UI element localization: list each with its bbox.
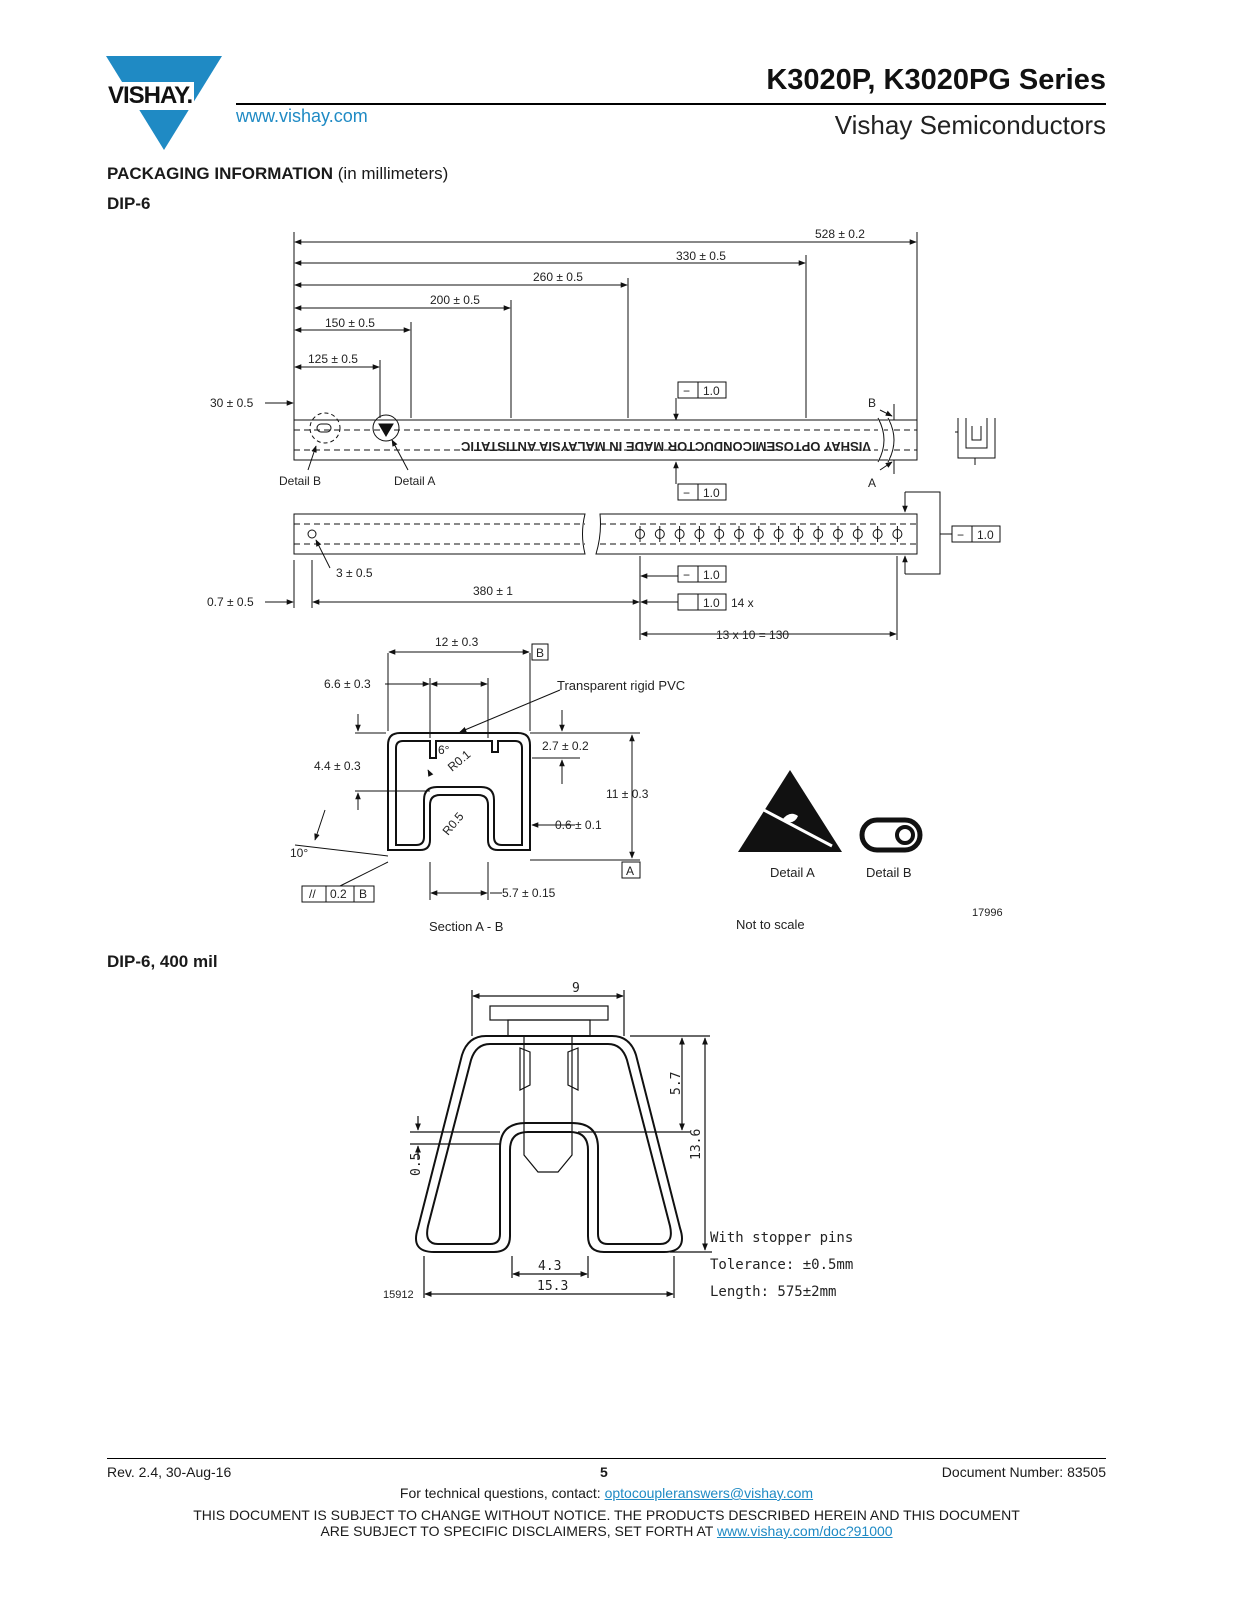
dip6-400-drawing: 9 5.7 13.6 0.5 4.3 15.3 With stopper pin… — [383, 981, 853, 1301]
esd-warning-icon — [738, 770, 842, 852]
drawing-number-15912: 15912 — [383, 1289, 414, 1301]
dim-43-width: 4.3 — [538, 1259, 561, 1274]
dim-57-height: 5.7 — [669, 1072, 684, 1095]
section-ref-a: A — [626, 864, 634, 878]
flatness-tol-top: 1.0 — [703, 384, 720, 398]
footer-disclaimer-prefix: ARE SUBJECT TO SPECIFIC DISCLAIMERS, SET… — [320, 1523, 714, 1539]
footer-page-number: 5 — [600, 1464, 608, 1480]
dim-06: 0.6 ± 0.1 — [555, 818, 602, 832]
document-subtitle: Vishay Semiconductors — [834, 110, 1106, 140]
dim-136-height: 13.6 — [689, 1129, 704, 1160]
tube-marking-text: VISHAY OPTOSEMICONDUCTOR MADE IN MALAYSI… — [460, 439, 871, 454]
footer-revision: Rev. 2.4, 30-Aug-16 — [107, 1464, 232, 1480]
footer-contact-prefix: For technical questions, contact: — [399, 1485, 601, 1501]
note-length: Length: 575±2mm — [710, 1284, 836, 1300]
dip6-label: DIP-6 — [107, 194, 151, 213]
footer-contact: For technical questions, contact: optoco… — [107, 1485, 1106, 1501]
note-stopper-pins: With stopper pins — [710, 1230, 853, 1246]
header-rule — [236, 103, 1106, 105]
footer-contact-email[interactable]: optocoupleranswers@vishay.com — [604, 1485, 814, 1501]
dim-330: 330 ± 0.5 — [676, 249, 726, 263]
dim-125: 125 ± 0.5 — [308, 352, 358, 366]
dim-12: 12 ± 0.3 — [435, 635, 479, 649]
drawing-number-17996: 17996 — [972, 907, 1003, 919]
pvc-label: Transparent rigid PVC — [557, 678, 685, 693]
svg-text:−: − — [683, 568, 690, 582]
dim-44: 4.4 ± 0.3 — [314, 759, 361, 773]
dim-260: 260 ± 0.5 — [533, 270, 583, 284]
dim-13x10: 13 x 10 = 130 — [716, 628, 789, 642]
vishay-logo-text: VISHAY. — [106, 82, 195, 110]
dim-153-width: 15.3 — [537, 1279, 568, 1294]
footer-disclaimer-line1: THIS DOCUMENT IS SUBJECT TO CHANGE WITHO… — [193, 1507, 1020, 1523]
svg-text:−: − — [683, 486, 690, 500]
section-heading-text: PACKAGING INFORMATION — [107, 164, 334, 183]
dim-11: 11 ± 0.3 — [606, 787, 649, 801]
dim-200: 200 ± 0.5 — [430, 293, 480, 307]
parallel-ref: B — [359, 887, 367, 901]
detail-a-label: Detail A — [770, 865, 815, 880]
svg-text:−: − — [683, 384, 690, 398]
flatness-tol-bottom: 1.0 — [703, 486, 720, 500]
dim-05-thickness: 0.5 — [409, 1153, 424, 1176]
footer-rule — [107, 1458, 1106, 1459]
dim-380: 380 ± 1 — [473, 584, 513, 598]
section-ab-label: Section A - B — [429, 919, 503, 934]
dim-150: 150 ± 0.5 — [325, 316, 375, 330]
section-letter-b: B — [868, 396, 876, 410]
flatness-tol-right: 1.0 — [977, 528, 994, 542]
note-tolerance: Tolerance: ±0.5mm — [710, 1257, 853, 1273]
svg-text:−: − — [957, 528, 964, 542]
detail-b-icon — [859, 817, 923, 853]
angle-6: 6° — [438, 743, 450, 757]
dip6-drawing: VISHAY OPTOSEMICONDUCTOR MADE IN MALAYSI… — [207, 227, 1003, 934]
section-ref-b: B — [536, 646, 544, 660]
document-title: K3020P, K3020PG Series — [766, 64, 1106, 96]
dip6-400-label: DIP-6, 400 mil — [107, 952, 218, 971]
dim-528: 528 ± 0.2 — [815, 227, 865, 241]
footer-disclaimer-link[interactable]: www.vishay.com/doc?91000 — [716, 1523, 893, 1539]
parallel-tol: 0.2 — [330, 887, 347, 901]
dim-07: 0.7 ± 0.5 — [207, 595, 254, 609]
dim-30: 30 ± 0.5 — [210, 396, 254, 410]
detail-a-callout: Detail A — [394, 474, 435, 488]
dim-57: 5.7 ± 0.15 — [502, 886, 556, 900]
section-heading: PACKAGING INFORMATION (in millimeters) — [107, 164, 448, 184]
dim-3: 3 ± 0.5 — [336, 566, 373, 580]
detail-b-label: Detail B — [866, 865, 912, 880]
detail-b-callout: Detail B — [279, 474, 321, 488]
parallel-symbol: // — [309, 887, 316, 901]
footer-disclaimer-line2: ARE SUBJECT TO SPECIFIC DISCLAIMERS, SET… — [107, 1523, 1106, 1539]
angle-10: 10° — [290, 846, 308, 860]
section-heading-note: (in millimeters) — [337, 164, 449, 183]
radius-05: R0.5 — [440, 809, 467, 838]
pin-tol-1: 1.0 — [703, 568, 720, 582]
dim-9: 9 — [572, 981, 580, 996]
website-link[interactable]: www.vishay.com — [236, 106, 368, 126]
footer-document-number: Document Number: 83505 — [941, 1464, 1106, 1480]
not-to-scale-label: Not to scale — [736, 917, 805, 932]
dim-66: 6.6 ± 0.3 — [324, 677, 371, 691]
section-letter-a: A — [868, 476, 876, 490]
pin-tol-2: 1.0 — [703, 596, 720, 610]
pin-tol-count: 14 x — [731, 596, 754, 610]
dim-27: 2.7 ± 0.2 — [542, 739, 589, 753]
